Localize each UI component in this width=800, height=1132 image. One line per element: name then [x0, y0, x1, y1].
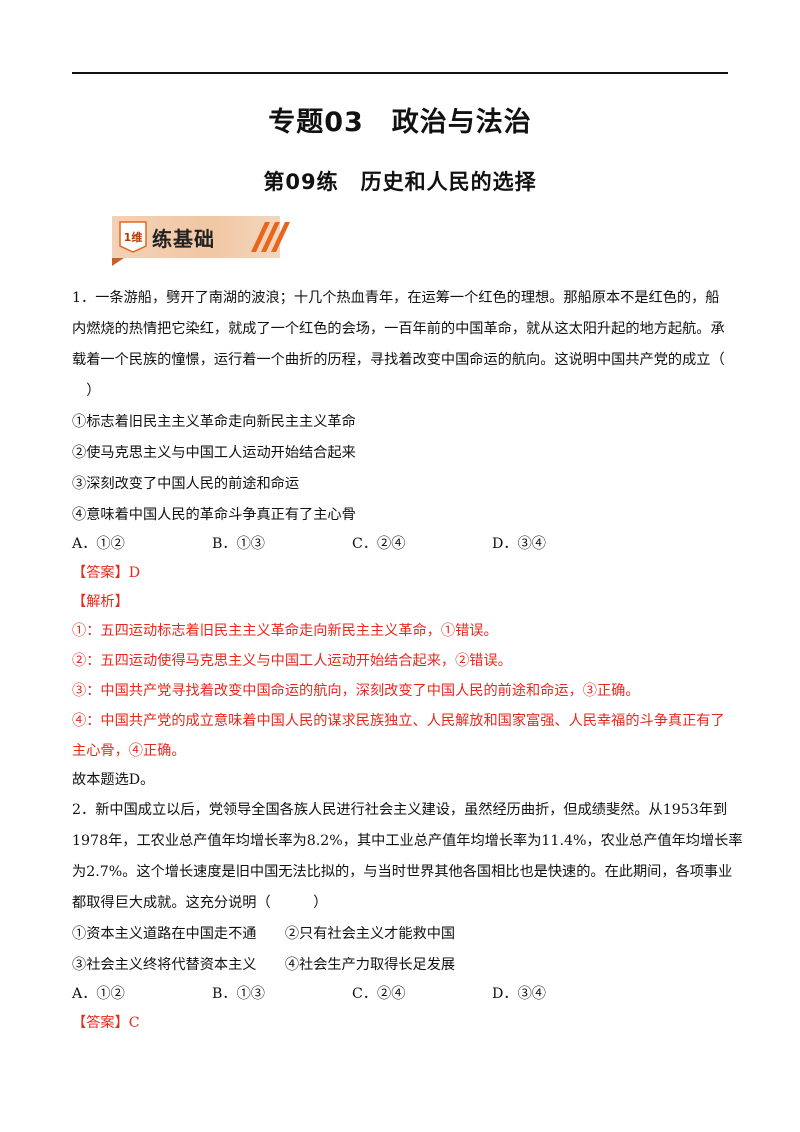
q1-statement: ①标志着旧民主主义革命走向新民主主义革命 — [72, 414, 356, 430]
q1-answer: 【答案】D — [72, 563, 732, 583]
answer-tag: 【答案】 — [72, 1015, 129, 1031]
q2-option-c: C．②④ — [352, 986, 406, 1002]
q1-analysis-line: ④：中国共产党的成立意味着中国人民的谋求民族独立、人民解放和国家富强、人民幸福的… — [72, 713, 725, 729]
q1-conclusion: 故本题选D。 — [72, 772, 155, 788]
q2-answer: 【答案】C — [72, 1013, 732, 1033]
q2-statement: ③社会主义终将代替资本主义 ④社会生产力取得长足发展 — [72, 957, 456, 973]
q1-stem-line: ） — [72, 383, 101, 399]
q1-analysis-line: ②：五四运动使得马克思主义与中国工人运动开始结合起来，②错误。 — [72, 653, 512, 669]
q1-stem-line: 内燃烧的热情把它染红，就成了一个红色的会场，一百年前的中国革命，就从这太阳升起的… — [72, 321, 725, 337]
section-banner: 1维 练基础 — [112, 216, 292, 266]
header-rule — [72, 72, 728, 74]
q2-option-b: B．①③ — [212, 986, 265, 1002]
q1-stem-line: 载着一个民族的憧憬，运行着一个曲折的历程，寻找着改变中国命运的航向。这说明中国共… — [72, 352, 725, 368]
q2-option-a: A．①② — [72, 986, 125, 1002]
page-subtitle: 第09练 历史和人民的选择 — [263, 170, 537, 194]
banner-label: 练基础 — [152, 227, 215, 251]
q2-statement: ①资本主义道路在中国走不通 ②只有社会主义才能救中国 — [72, 926, 456, 942]
q1-option-b: B．①③ — [212, 536, 265, 552]
level-tag: 1维 — [118, 220, 148, 254]
q1-statement: ④意味着中国人民的革命斗争真正有了主心骨 — [72, 507, 356, 523]
q1-stem-line: 1．一条游船，劈开了南湖的波浪；十几个热血青年，在运筹一个红色的理想。那船原本不… — [72, 290, 720, 306]
analysis-tag: 【解析】 — [72, 594, 129, 610]
q2-stem-line: 都取得巨大成就。这充分说明（ ） — [72, 895, 328, 911]
answer-tag: 【答案】 — [72, 565, 129, 581]
q1-analysis-line: 主心骨，④正确。 — [72, 743, 186, 759]
q2-stem-line: 2．新中国成立以后，党领导全国各族人民进行社会主义建设，虽然经历曲折，但成绩斐然… — [72, 802, 728, 818]
q1-option-d: D．③④ — [492, 536, 546, 552]
banner-notch — [112, 258, 124, 266]
answer-value: C — [128, 1015, 140, 1031]
q2-stem-line: 为2.7%。这个增长速度是旧中国无法比拟的，与当时世界其他各国相比也是快速的。在… — [72, 864, 733, 880]
q1-statement: ③深刻改变了中国人民的前途和命运 — [72, 476, 300, 492]
q1-analysis-line: ③：中国共产党寻找着改变中国命运的航向，深刻改变了中国人民的前途和命运，③正确。 — [72, 683, 640, 699]
page-title: 专题03 政治与法治 — [268, 107, 532, 138]
q2-stem-line: 1978年，工农业总产值年均增长率为8.2%，其中工业总产值年均增长率为11.4… — [72, 833, 743, 849]
q1-analysis-line: ①：五四运动标志着旧民主主义革命走向新民主主义革命，①错误。 — [72, 623, 498, 639]
level-tag-icon — [119, 221, 147, 253]
q1-option-c: C．②④ — [352, 536, 406, 552]
level-tag-text: 1维 — [123, 231, 143, 244]
q2-option-d: D．③④ — [492, 986, 546, 1002]
q1-statement: ②使马克思主义与中国工人运动开始结合起来 — [72, 445, 356, 461]
q1-option-a: A．①② — [72, 536, 125, 552]
answer-value: D — [128, 565, 141, 581]
